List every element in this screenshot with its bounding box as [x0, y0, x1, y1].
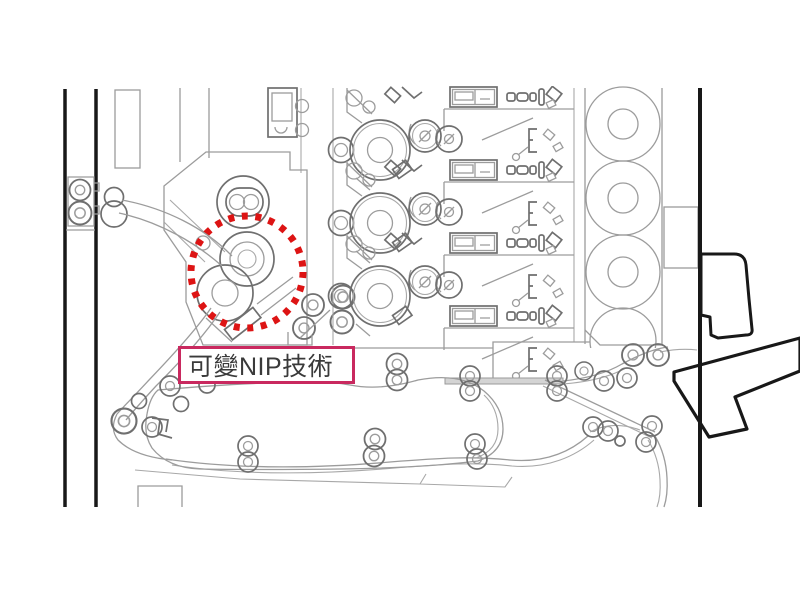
toner-bottle [585, 234, 661, 310]
toner-bottle [589, 307, 657, 348]
feed-roller-bracket [67, 176, 100, 227]
registration-roller [103, 186, 125, 208]
fuser-lamp-88 [216, 175, 270, 229]
bottom-left-bin [137, 485, 183, 507]
imaging-drum-unit [327, 232, 463, 337]
bottle-mount [663, 206, 699, 269]
tray-body [699, 252, 754, 340]
nip-technology-label: 可變NIP技術 [188, 353, 334, 381]
top-left-duct [114, 88, 210, 169]
fuser-unit [163, 151, 308, 346]
feed-roller [68, 178, 92, 202]
nip-highlight-dotted-circle [187, 212, 307, 332]
toner-bottle [585, 86, 661, 162]
output-tray [672, 252, 800, 439]
registration-roller [100, 200, 128, 228]
exit-tray-band [672, 336, 800, 439]
toner-cartridge-row [443, 231, 575, 308]
post-fuser-rollers [287, 284, 356, 346]
toner-bottles [584, 86, 663, 348]
toner-bottle [585, 160, 661, 236]
toner-cartridge-row [443, 86, 575, 162]
nip-technology-callout: 可變NIP技術 [178, 346, 355, 384]
toner-cartridge-row [443, 158, 575, 235]
duplex-loop [145, 377, 504, 471]
paper-path [110, 199, 698, 508]
fuser-roller [219, 231, 275, 287]
feed-roller [67, 200, 93, 226]
left-frame [63, 89, 128, 507]
interface-module [267, 87, 310, 173]
imaging-section [327, 86, 590, 381]
